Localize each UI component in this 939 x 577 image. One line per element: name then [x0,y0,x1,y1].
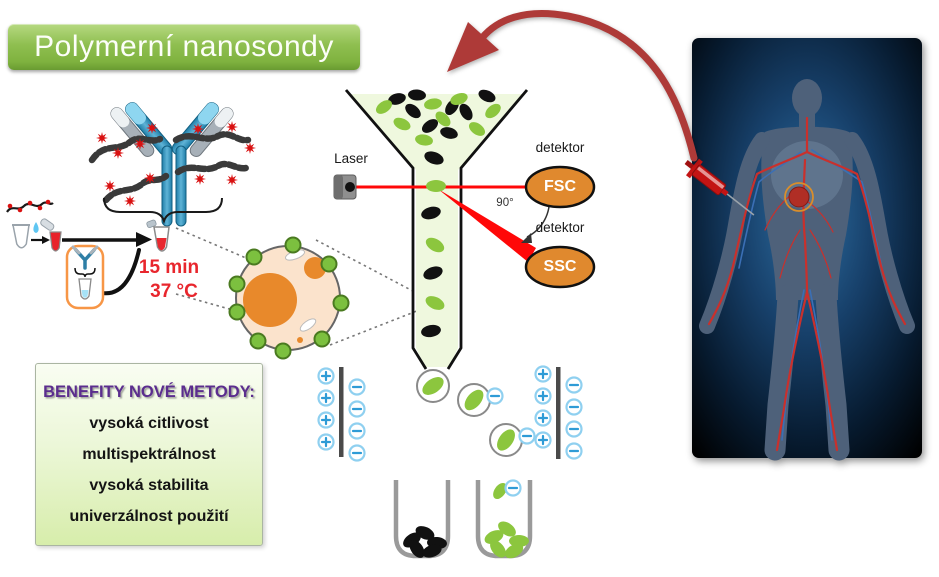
ssc-name: SSC [543,258,577,275]
cell-mix-in-funnel [375,89,501,146]
benefits-heading: BENEFITY NOVÉ METODY: [43,383,255,401]
laser-label: Laser [334,151,368,166]
polymer-sample-icon [6,199,54,213]
reaction-tube-icon [146,219,170,252]
fsc-detector-icon [524,165,596,209]
incubation-temp-label: 37 °C [150,281,198,302]
benefits-box: BENEFITY NOVÉ METODY: vysoká citlivost m… [35,363,263,546]
electrode-plate-right [534,365,583,460]
cells-in-channel [421,151,445,338]
blood-vessels [707,116,907,452]
incubation-time-label: 15 min [138,257,200,278]
collection-tube-black [393,480,451,559]
small-vial-icon [40,218,55,231]
benefit-item: vysoká citlivost [89,415,209,432]
ssc-detector-icon [524,245,596,289]
page-title: Polymerní nanosondy [8,24,360,70]
benefit-item: vysoká stabilita [89,477,209,494]
ssc-detector-label: detektor [535,220,585,235]
human-body-icon [692,38,922,461]
benefit-item: multispektrálnost [82,446,216,463]
mixing-arrow-icon [62,232,152,296]
interrogated-cell [426,180,446,192]
cell-icon [228,236,350,360]
scatter-beam [438,189,536,262]
laser-icon [333,174,357,200]
antibody-conjugate-icon [88,102,256,227]
red-curved-arrow-icon [447,9,698,162]
flow-cytometer-funnel-icon [344,89,529,370]
preparation-workflow [6,199,170,310]
collection-tube-green [475,479,533,559]
angle-label: 90° [496,197,514,209]
droplet-icon [33,222,39,233]
antibody-vial-box [65,244,105,310]
sorted-droplets [416,369,536,457]
fsc-detector-label: detektor [535,140,585,155]
step-arrow-icon [31,236,50,244]
electrode-plate-left [317,367,366,462]
red-tube-icon [49,231,62,252]
polymer-chain-icon [88,131,252,204]
syringe-icon [684,158,755,216]
fsc-name: FSC [544,178,576,195]
benefit-item: univerzálnost použití [69,508,229,525]
nanoprobe-dots [228,236,350,360]
brace-icon [103,197,223,225]
sample-tube-icon [12,224,30,249]
